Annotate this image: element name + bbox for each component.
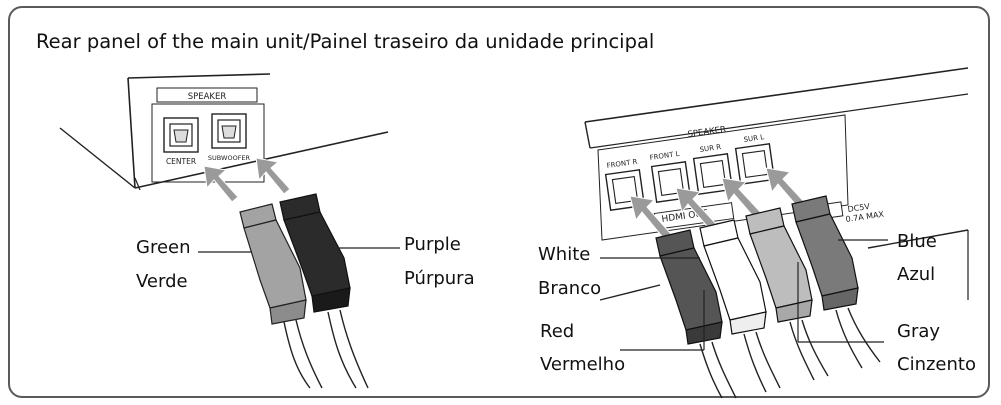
arrow-front-l <box>675 187 719 233</box>
sur-r-jack <box>692 153 734 195</box>
label-white-pt: Branco <box>538 278 602 299</box>
green-plug <box>239 203 323 389</box>
front-l-label: FRONT L <box>649 150 680 162</box>
label-purple-en: Purple <box>404 234 461 255</box>
label-gray-en: Gray <box>897 321 941 342</box>
label-red-pt: Vermelho <box>540 354 626 375</box>
label-green-pt: Verde <box>136 271 188 292</box>
subwoofer-jack <box>211 113 247 149</box>
label-purple-pt: Púrpura <box>404 268 475 289</box>
arrow-front-r <box>629 195 672 241</box>
blue-plug <box>791 195 881 369</box>
sur-r-label: SUR R <box>699 143 722 154</box>
subwoofer-jack-label: SUBWOOFER <box>208 154 251 162</box>
label-green-en: Green <box>136 237 191 258</box>
label-blue-en: Blue <box>897 231 937 252</box>
sur-l-jack <box>734 143 776 185</box>
purple-plug <box>279 193 369 389</box>
arrow-sur-r <box>721 177 765 223</box>
label-red-en: Red <box>540 321 575 342</box>
left-speaker-header: SPEAKER <box>188 92 227 102</box>
insert-arrow-right <box>255 157 291 195</box>
center-jack <box>163 117 199 153</box>
red-plug <box>655 229 737 399</box>
right-unit: SPEAKER FRONT R FRONT L SUR R SUR L HDMI… <box>584 67 969 399</box>
label-blue-pt: Azul <box>897 264 936 285</box>
diagram-title: Rear panel of the main unit/Painel trase… <box>36 30 655 53</box>
white-plug <box>699 219 781 393</box>
left-unit: SPEAKER CENTER SUBWOOFER <box>59 73 400 389</box>
center-jack-label: CENTER <box>166 157 196 166</box>
dc-label-1: DC5V <box>847 202 871 214</box>
insert-arrow-left <box>203 165 239 203</box>
front-r-label: FRONT R <box>606 158 638 170</box>
gray-plug <box>745 207 829 381</box>
label-gray-pt: Cinzento <box>897 354 976 375</box>
sur-l-label: SUR L <box>743 133 765 144</box>
label-white-en: White <box>538 244 591 265</box>
